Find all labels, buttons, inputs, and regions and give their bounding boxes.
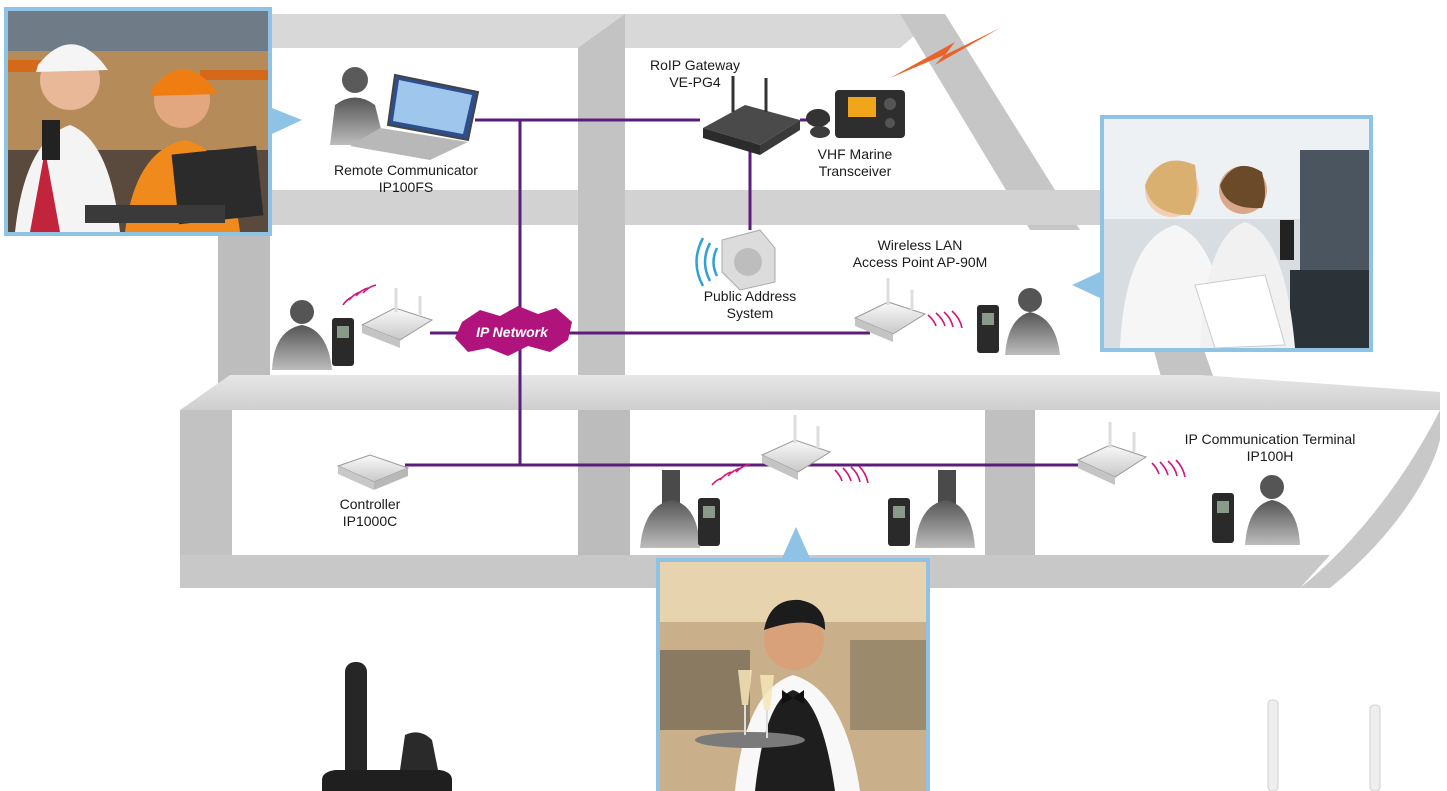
wireless-waves — [342, 284, 1186, 486]
ip-terminal-label: IP Communication Terminal IP100H — [1160, 431, 1380, 465]
access-point-left — [360, 288, 434, 348]
handheld-radio-partial — [322, 662, 452, 791]
person-with-radio-lower-right — [1212, 475, 1300, 545]
ip-network-label: IP Network — [476, 324, 549, 340]
public-address-label-line2: System — [726, 305, 774, 321]
public-address-speaker — [695, 229, 776, 291]
person-with-radio-left — [272, 300, 354, 370]
person-with-radio-lower-left — [640, 470, 720, 548]
roip-gateway-label-line1: RoIP Gateway — [649, 57, 740, 73]
lightning-icon — [890, 28, 1000, 78]
ip-terminal-label-line2: IP100H — [1246, 448, 1294, 464]
remote-communicator-label: Remote Communicator IP100FS — [306, 162, 506, 196]
person-with-radio-mid — [977, 288, 1060, 355]
roip-gateway-label: RoIP Gateway VE-PG4 — [620, 57, 770, 91]
access-point-mid — [853, 278, 927, 342]
public-address-label-line1: Public Address — [703, 288, 797, 304]
ip-network-cloud: IP Network — [455, 306, 572, 356]
wireless-lan-label-line2: Access Point AP-90M — [852, 254, 988, 270]
roip-gateway-label-line2: VE-PG4 — [669, 74, 721, 90]
vhf-marine-label-line1: VHF Marine — [817, 146, 893, 162]
wireless-lan-label-line1: Wireless LAN — [877, 237, 963, 253]
controller-label-line1: Controller — [339, 496, 401, 512]
remote-communicator-device — [330, 67, 480, 160]
controller-label-line2: IP1000C — [342, 513, 398, 529]
vhf-marine-transceiver-device — [806, 90, 905, 138]
access-point-lower-right — [1076, 422, 1148, 485]
wireless-lan-label: Wireless LAN Access Point AP-90M — [825, 237, 1015, 271]
roip-gateway-device — [703, 76, 800, 155]
controller-device — [336, 454, 410, 490]
vhf-marine-label-line2: Transceiver — [818, 163, 892, 179]
photo-pointer-bottom — [782, 527, 810, 558]
photo-pointer-right — [1072, 272, 1100, 298]
remote-communicator-label-line1: Remote Communicator — [334, 162, 478, 178]
ship-officers-photo — [1100, 115, 1373, 352]
warehouse-workers-photo — [4, 7, 272, 236]
access-point-lower-center — [760, 415, 832, 480]
remote-communicator-label-line2: IP100FS — [378, 179, 434, 195]
person-with-radio-lower-center — [888, 470, 975, 548]
controller-label: Controller IP1000C — [315, 496, 425, 530]
photo-pointer-left — [272, 108, 302, 134]
public-address-label: Public Address System — [680, 288, 820, 322]
waiter-photo — [656, 558, 930, 791]
vhf-marine-label: VHF Marine Transceiver — [795, 146, 915, 180]
ip-terminal-label-line1: IP Communication Terminal — [1184, 431, 1356, 447]
access-point-antennas-partial — [1267, 699, 1381, 791]
